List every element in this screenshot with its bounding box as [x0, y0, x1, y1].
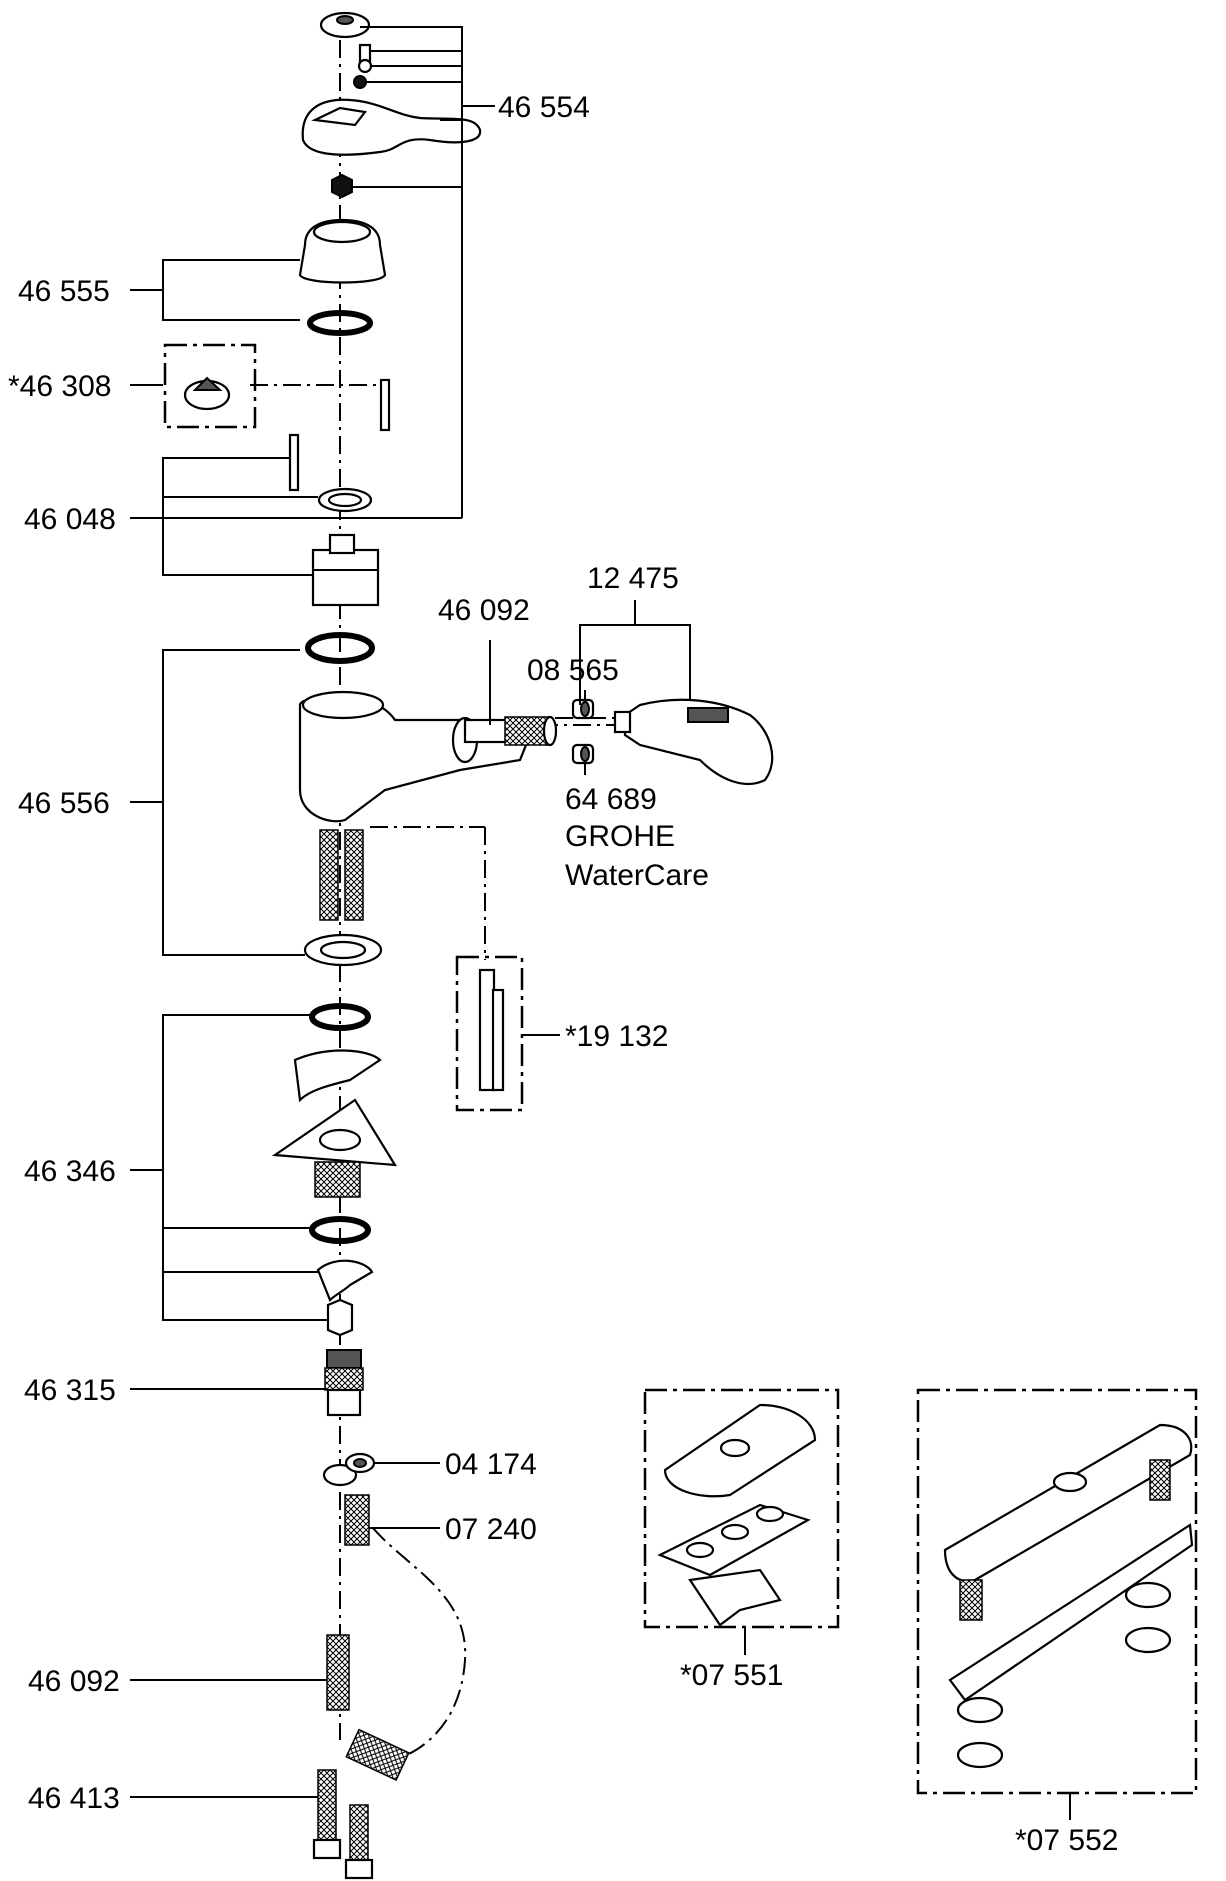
label-12475: 12 475 [587, 562, 679, 595]
label-46555: 46 555 [18, 275, 110, 308]
cap-button [319, 11, 371, 39]
spring-weight [345, 1728, 410, 1782]
hex-nut-top [331, 173, 353, 199]
label-07552: *07 552 [1015, 1824, 1118, 1857]
valve-46315 [324, 1349, 364, 1417]
cartridge [311, 533, 380, 607]
o-ring-3 [309, 1003, 371, 1031]
screws-pair [288, 378, 391, 492]
label-46048: 46 048 [24, 503, 116, 536]
part-labels: 46 554 46 555 *46 308 46 048 12 475 46 0… [8, 91, 1118, 1857]
clip-washer [316, 1259, 374, 1302]
aerator-64689 [571, 743, 595, 765]
label-46413: 46 413 [28, 1782, 120, 1815]
label-19132: *19 132 [565, 1020, 668, 1053]
leader-lines [130, 26, 691, 1798]
faucet-body [298, 690, 532, 823]
label-grohe: GROHE [565, 820, 675, 853]
hex-nut-2 [326, 1298, 354, 1337]
washer-04174 [322, 1452, 376, 1487]
label-46346: 46 346 [24, 1155, 116, 1188]
o-ring-2 [305, 632, 375, 664]
label-08565: 08 565 [527, 654, 619, 687]
kit-07552 [916, 1388, 1198, 1820]
supply-hoses [319, 829, 364, 921]
label-watercare: WaterCare [565, 859, 709, 892]
pin-19132 [455, 955, 524, 1112]
ring-46048 [317, 487, 373, 513]
spring-07240 [344, 1494, 370, 1546]
o-ring-1 [307, 310, 373, 336]
label-46092-upper: 46 092 [438, 594, 530, 627]
flange-ring [303, 933, 383, 967]
temperature-limiter [163, 343, 257, 429]
label-46308: *46 308 [8, 370, 111, 403]
lever-handle [301, 98, 482, 156]
label-46092-lower: 46 092 [28, 1665, 120, 1698]
washer-half [293, 1049, 382, 1103]
label-46556: 46 556 [18, 787, 110, 820]
o-ring-4 [309, 1216, 371, 1244]
label-07551: *07 551 [680, 1659, 783, 1692]
label-64689: 64 689 [565, 783, 657, 816]
label-46315: 46 315 [24, 1374, 116, 1407]
label-46554: 46 554 [498, 91, 590, 124]
label-04174: 04 174 [445, 1448, 537, 1481]
cover-cap [298, 218, 387, 284]
spray-head [613, 698, 774, 785]
hose-46413 [312, 1769, 374, 1880]
aerator-08565 [571, 698, 595, 720]
connector-46092 [326, 1634, 350, 1711]
spout-hose [463, 715, 558, 747]
triangle-bracket [271, 1098, 398, 1198]
label-07240: 07 240 [445, 1513, 537, 1546]
kit-07551 [643, 1388, 840, 1655]
